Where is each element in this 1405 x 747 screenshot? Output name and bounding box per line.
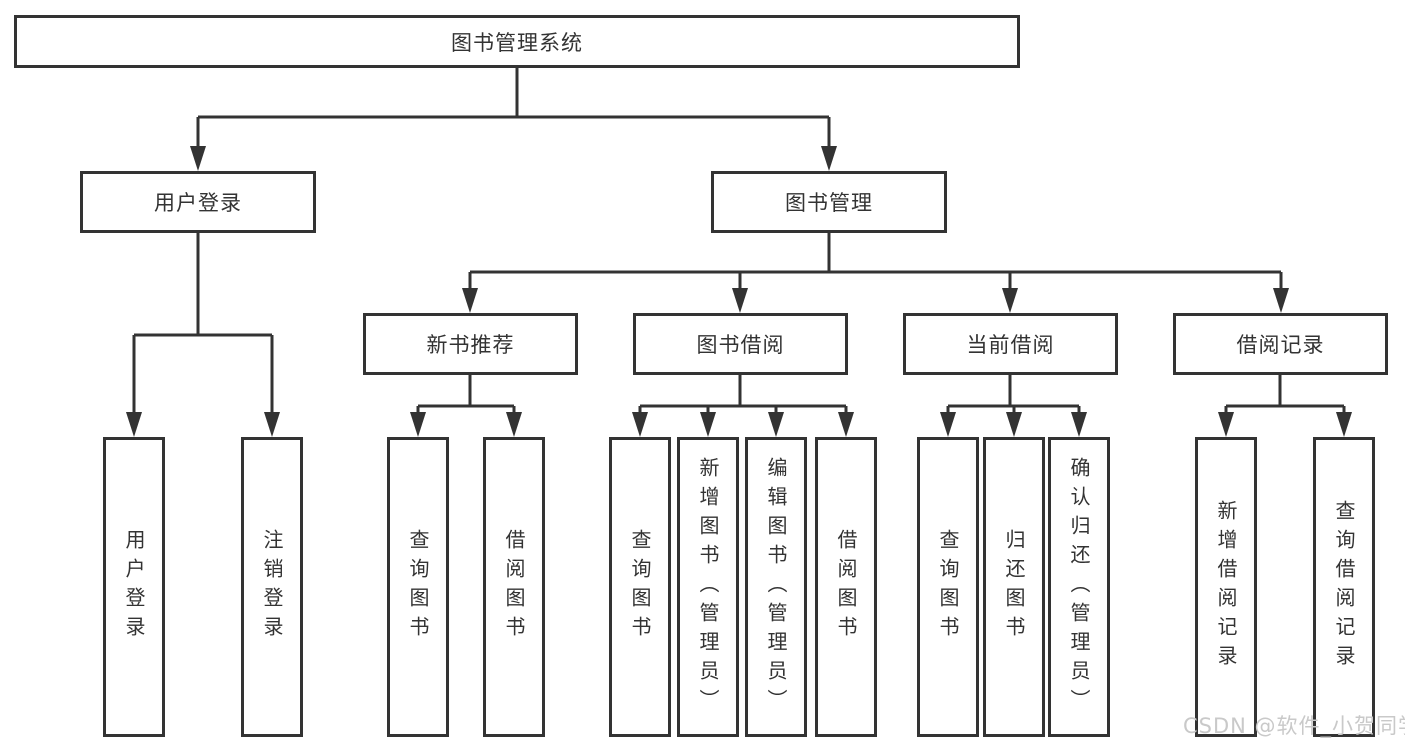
arrow-to-leaf-borrow-books-2 xyxy=(838,412,854,437)
node-borrow-records: 借阅记录 xyxy=(1173,313,1388,375)
arrow-to-borrow-records xyxy=(1273,288,1289,313)
leaf-user-login: 用户登录 xyxy=(103,437,165,737)
leaf-query-books-borrowing: 查询图书 xyxy=(609,437,671,737)
leaf-query-borrow-record: 查询借阅记录 xyxy=(1313,437,1375,737)
leaf-add-books-admin: 新增图书（管理员） xyxy=(677,437,739,737)
tree-edges xyxy=(132,68,1346,415)
leaf-borrow-books: 借阅图书 xyxy=(815,437,877,737)
leaf-edit-books-admin: 编辑图书（管理员） xyxy=(745,437,807,737)
leaf-add-borrow-record: 新增借阅记录 xyxy=(1195,437,1257,737)
arrow-to-leaf-query-books-3 xyxy=(940,412,956,437)
arrow-to-leaf-query-books-2 xyxy=(632,412,648,437)
arrow-to-book-management xyxy=(821,146,837,171)
arrow-to-new-book-recommend xyxy=(462,288,478,313)
leaf-confirm-return-admin: 确认归还（管理员） xyxy=(1048,437,1110,737)
node-user-login: 用户登录 xyxy=(80,171,316,233)
arrow-to-leaf-user-login xyxy=(126,412,142,437)
arrow-to-leaf-return-books xyxy=(1006,412,1022,437)
node-library-system: 图书管理系统 xyxy=(14,15,1020,68)
leaf-query-books-recommend: 查询图书 xyxy=(387,437,449,737)
node-new-book-recommend: 新书推荐 xyxy=(363,313,578,375)
arrow-to-leaf-query-record xyxy=(1336,412,1352,437)
arrow-to-leaf-query-books-1 xyxy=(410,412,426,437)
arrow-to-current-borrowing xyxy=(1002,288,1018,313)
node-book-borrowing: 图书借阅 xyxy=(633,313,848,375)
node-book-management: 图书管理 xyxy=(711,171,947,233)
arrowheads xyxy=(126,146,1352,437)
arrow-to-leaf-confirm-return xyxy=(1071,412,1087,437)
node-current-borrowing: 当前借阅 xyxy=(903,313,1118,375)
arrow-to-leaf-edit-books xyxy=(768,412,784,437)
arrow-to-leaf-add-record xyxy=(1218,412,1234,437)
leaf-borrow-books-recommend: 借阅图书 xyxy=(483,437,545,737)
arrow-to-book-borrowing xyxy=(732,288,748,313)
arrow-to-leaf-logout xyxy=(264,412,280,437)
arrow-to-user-login xyxy=(190,146,206,171)
csdn-watermark: CSDN @软件_小贺同学 xyxy=(1183,714,1405,738)
leaf-return-books: 归还图书 xyxy=(983,437,1045,737)
arrow-to-leaf-borrow-books-1 xyxy=(506,412,522,437)
arrow-to-leaf-add-books xyxy=(700,412,716,437)
leaf-query-books-current: 查询图书 xyxy=(917,437,979,737)
leaf-logout: 注销登录 xyxy=(241,437,303,737)
